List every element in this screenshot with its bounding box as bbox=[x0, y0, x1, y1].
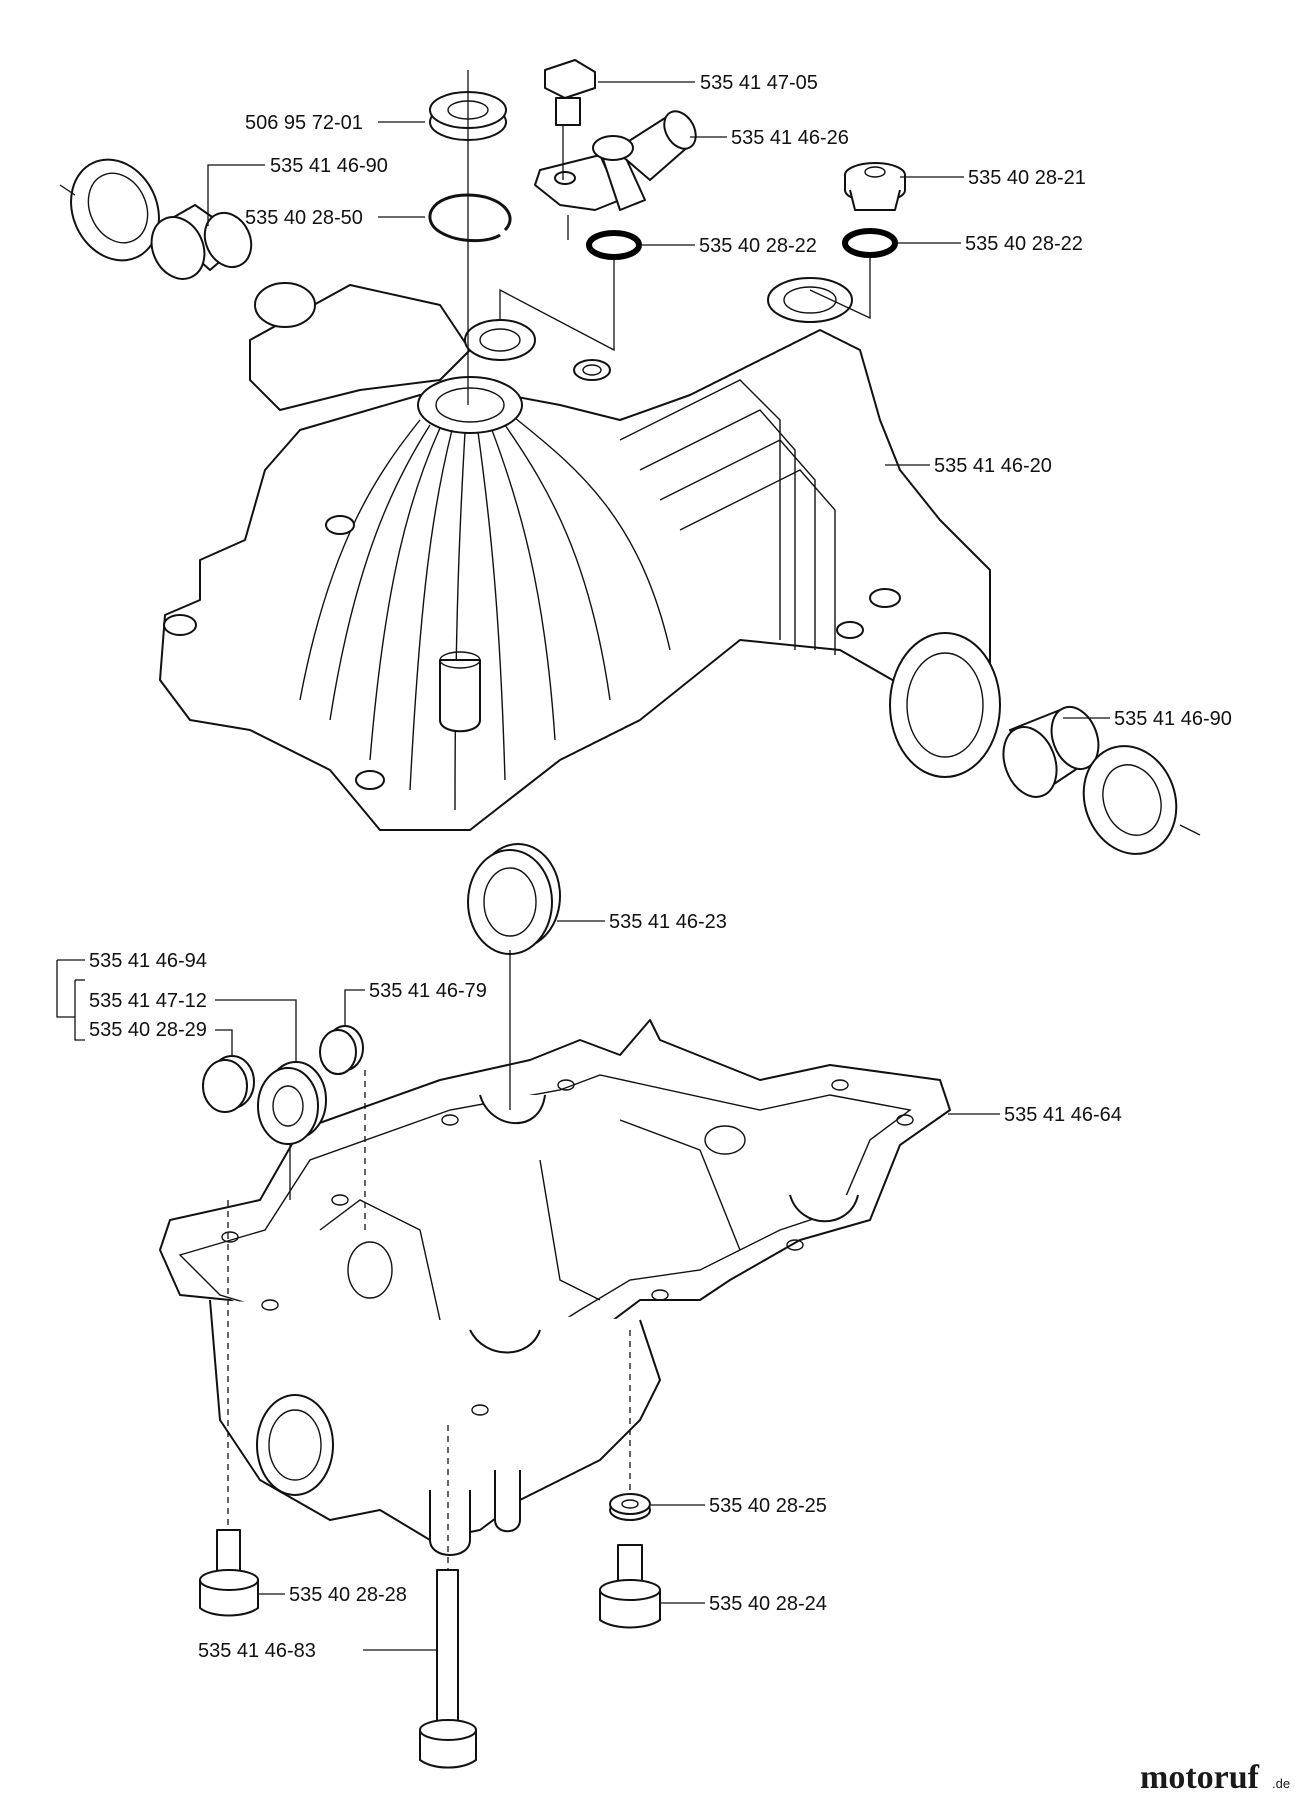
o-ring-right bbox=[842, 228, 898, 258]
upper-housing bbox=[159, 277, 1001, 831]
bolt-long bbox=[419, 1569, 477, 1769]
bolt-left bbox=[199, 1529, 259, 1617]
kit-bushing bbox=[202, 1055, 255, 1113]
label-bushing-79: 535 41 46-79 bbox=[369, 980, 487, 1002]
kit-seal bbox=[257, 1061, 327, 1145]
hydraulic-fitting bbox=[534, 110, 697, 211]
oil-seal-right bbox=[1082, 745, 1178, 855]
bolt-right bbox=[599, 1544, 661, 1629]
brand-logo: motoruf bbox=[1140, 1759, 1260, 1796]
label-top-seal-left: 535 41 46-90 bbox=[270, 155, 388, 177]
label-bolt-28: 535 40 28-28 bbox=[289, 1584, 407, 1606]
label-bolt-83: 535 41 46-83 bbox=[198, 1640, 316, 1662]
label-kit-94: 535 41 46-94 bbox=[89, 950, 207, 972]
label-kit-12: 535 41 47-12 bbox=[89, 990, 207, 1012]
label-o-ring-left: 535 40 28-22 bbox=[699, 235, 817, 257]
label-kit-29: 535 40 28-29 bbox=[89, 1019, 207, 1041]
bushing-top-left bbox=[150, 204, 253, 280]
label-snap-ring: 535 40 28-50 bbox=[245, 207, 363, 229]
bushing-small bbox=[319, 1025, 364, 1075]
brand-suffix: .de bbox=[1272, 1776, 1290, 1791]
lower-housing bbox=[159, 1019, 951, 1556]
oil-seal-top-left bbox=[70, 158, 160, 262]
label-bolt-top: 535 41 47-05 bbox=[700, 72, 818, 94]
label-washer-top: 506 95 72-01 bbox=[245, 112, 363, 134]
label-bolt-24: 535 40 28-24 bbox=[709, 1593, 827, 1615]
bolt-top bbox=[544, 59, 596, 126]
oil-seal-lower bbox=[467, 843, 561, 955]
label-seal-lower: 535 41 46-23 bbox=[609, 911, 727, 933]
label-fitting: 535 41 46-26 bbox=[731, 127, 849, 149]
o-ring-left bbox=[586, 230, 642, 260]
label-plug: 535 40 28-21 bbox=[968, 167, 1086, 189]
label-o-ring-right: 535 40 28-22 bbox=[965, 233, 1083, 255]
washer-lower bbox=[609, 1493, 651, 1521]
snap-ring bbox=[428, 193, 512, 243]
label-washer-25: 535 40 28-25 bbox=[709, 1495, 827, 1517]
label-lower-housing: 535 41 46-64 bbox=[1004, 1104, 1122, 1126]
drain-plug bbox=[844, 162, 906, 211]
label-bushing-right: 535 41 46-90 bbox=[1114, 708, 1232, 730]
label-upper-housing: 535 41 46-20 bbox=[934, 455, 1052, 477]
bushing-right bbox=[1002, 706, 1100, 798]
leader-lines bbox=[56, 81, 1110, 1651]
